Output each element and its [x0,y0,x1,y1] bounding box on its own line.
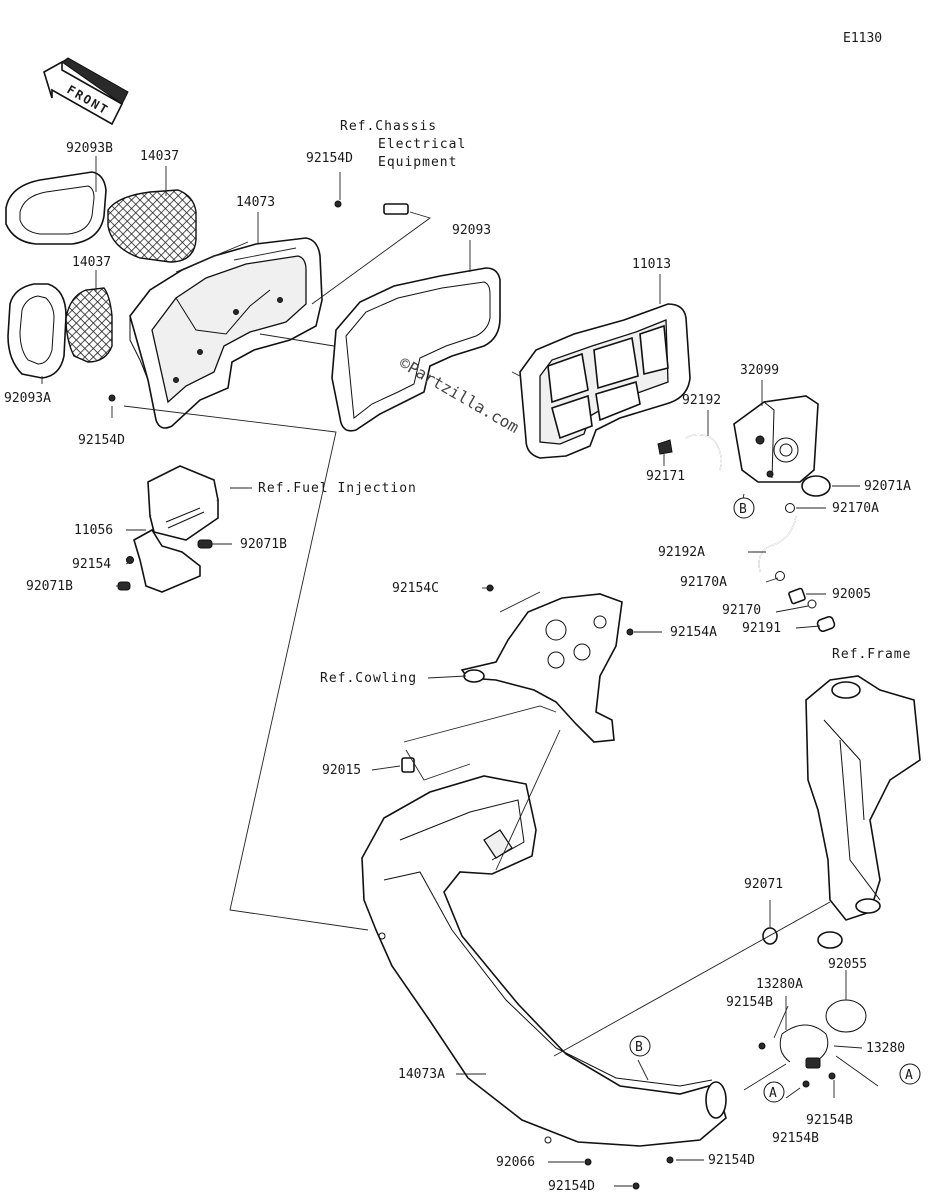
part-92154B-3-shape [828,1072,836,1080]
part-14073A-shape [361,775,727,1147]
label-14073A: 14073A [398,1067,445,1082]
label-92055: 92055 [828,957,867,972]
label-92191: 92191 [742,621,781,636]
part-92154B-2-shape [802,1080,810,1088]
part-92192A-shape [758,515,797,573]
label-92170A-2: 92170A [680,575,727,590]
part-13280-shape [779,1024,829,1069]
part-92154D-top-shape [334,200,342,208]
part-92071-shape [762,927,778,945]
label-92170: 92170 [722,603,761,618]
part-92154D-left-shape [108,394,116,402]
label-14037-left: 14037 [72,255,111,270]
ref-chassis-line2: Electrical [378,137,466,152]
callout-b-upper: B [733,497,755,519]
part-11056-shape [147,465,219,541]
leader-lines [41,156,879,1187]
front-arrow-icon: FRONT [43,57,129,126]
ref-chassis-line3: Equipment [378,155,457,170]
label-32099: 32099 [740,363,779,378]
upper-bracket-shape [460,593,623,743]
part-92170-shape [807,599,817,609]
label-92154B-2: 92154B [806,1113,853,1128]
part-92093B-shape [5,171,107,245]
label-11056: 11056 [74,523,113,538]
ref-fuel-injection: Ref.Fuel Injection [258,481,417,496]
label-92154A: 92154A [670,625,717,640]
part-11013-shape [519,303,691,459]
part-92093-shape [331,267,501,432]
label-92192A: 92192A [658,545,705,560]
part-92154A-shape [626,628,634,636]
callout-b-upper-label: B [739,502,747,517]
callout-a-left: A [763,1081,785,1103]
part-92154-shape [126,556,134,564]
part-92071B-1-shape [197,539,213,549]
part-92071B-2-shape [117,581,131,591]
label-92093A: 92093A [4,391,51,406]
ref-chassis-line1: Ref.Chassis [340,119,437,134]
label-92154B-1: 92154B [726,995,773,1010]
bracket-shape [133,528,201,593]
ref-cowling: Ref.Cowling [320,671,417,686]
callout-a-right: A [899,1063,921,1085]
label-11013: 11013 [632,257,671,272]
label-92171: 92171 [646,469,685,484]
part-14037-top-shape [107,189,197,263]
part-92093A-shape [7,283,67,379]
label-92154: 92154 [72,557,111,572]
part-92154B-1-shape [758,1042,766,1050]
part-92170A-2-shape [775,571,785,581]
chassis-connector-shape [383,203,409,215]
part-92154D-bottom2-shape [666,1156,674,1164]
label-92093: 92093 [452,223,491,238]
part-32099-shape [733,395,819,483]
label-92154D-top: 92154D [306,151,353,166]
part-92170A-1-shape [785,503,795,513]
label-92154D-bottom2: 92154D [708,1153,755,1168]
part-92066-shape [584,1158,592,1166]
label-13280A: 13280A [756,977,803,992]
label-92154D-bottom1: 92154D [548,1179,595,1194]
label-92154B-3: 92154B [772,1131,819,1146]
part-92071A-shape [801,475,831,497]
label-92071B-1: 92071B [240,537,287,552]
label-92093B: 92093B [66,141,113,156]
ref-frame: Ref.Frame [832,647,911,662]
label-92005: 92005 [832,587,871,602]
part-92005-shape [788,587,806,605]
part-92154D-bottom1-shape [632,1182,640,1190]
callout-a-right-label: A [905,1068,913,1083]
label-92192: 92192 [682,393,721,408]
label-92071: 92071 [744,877,783,892]
callout-b-lower: B [629,1035,651,1057]
label-92154D-left: 92154D [78,433,125,448]
frame-shape [805,675,921,949]
label-92154C: 92154C [392,581,439,596]
callout-b-lower-label: B [635,1040,643,1055]
callout-a-left-label: A [769,1086,777,1101]
part-14037-left-shape [65,287,113,363]
part-92191-shape [816,615,836,633]
label-92071A: 92071A [864,479,911,494]
label-92071B-2: 92071B [26,579,73,594]
label-13280: 13280 [866,1041,905,1056]
part-14073-shape [129,237,323,429]
label-14073: 14073 [236,195,275,210]
part-92192-shape [685,434,722,471]
label-92066: 92066 [496,1155,535,1170]
part-92171-shape [657,439,673,455]
label-92015: 92015 [322,763,361,778]
diagram-id: E1130 [843,31,882,46]
label-14037-top: 14037 [140,149,179,164]
part-92015-shape [401,757,415,773]
label-92170A-1: 92170A [832,501,879,516]
part-92055-shape [825,999,867,1033]
